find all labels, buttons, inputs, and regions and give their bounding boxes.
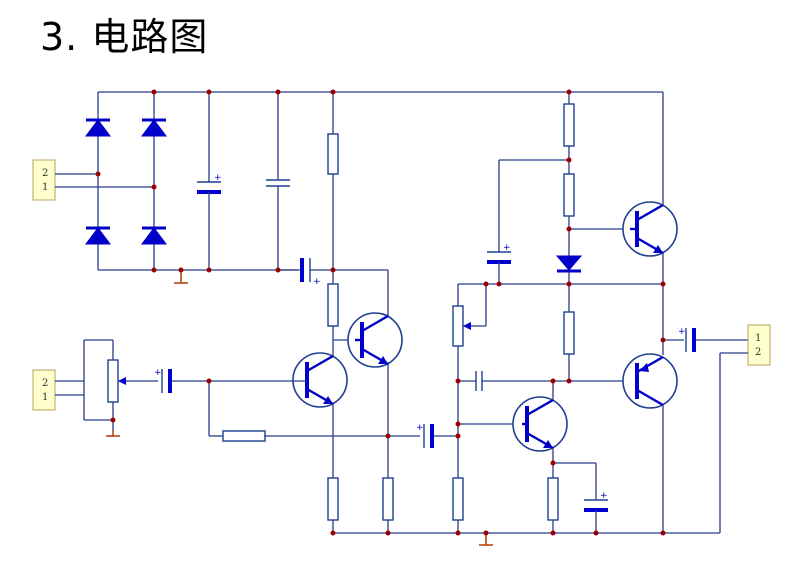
diode-d2 bbox=[141, 118, 167, 137]
connector-pin-label: 1 bbox=[42, 182, 48, 193]
diode-d3 bbox=[85, 226, 111, 245]
diode-d1 bbox=[85, 118, 111, 137]
transistor-q1 bbox=[292, 352, 348, 408]
resistor-r3 bbox=[327, 477, 339, 521]
connector-speaker-output: 1 2 bbox=[719, 324, 771, 533]
connector-signal-input: 2 1 bbox=[32, 339, 113, 421]
connector-pin-label: 1 bbox=[755, 333, 761, 344]
connector-pin-label: 2 bbox=[755, 347, 761, 358]
potentiometer-volume bbox=[107, 340, 158, 430]
bridge-rectifier bbox=[85, 91, 167, 271]
page-title: 3. 电路图 bbox=[40, 15, 209, 59]
diode-bias bbox=[555, 255, 583, 273]
capacitor-bootstrap: + bbox=[487, 159, 569, 284]
capacitor-emitter-bypass: + bbox=[553, 462, 608, 533]
transistor-q6 bbox=[622, 353, 678, 409]
polarity-mark: + bbox=[503, 243, 511, 253]
connector-pin-label: 1 bbox=[42, 392, 48, 403]
resistor-r9 bbox=[547, 477, 559, 521]
capacitor-coupling-1: + bbox=[278, 258, 388, 287]
polarity-mark: + bbox=[416, 423, 424, 433]
connector-pin-label: 2 bbox=[42, 378, 48, 389]
resistor-r7 bbox=[563, 173, 575, 217]
polarity-mark: + bbox=[678, 327, 686, 337]
resistor-feedback bbox=[222, 430, 266, 442]
connector-pin-label: 2 bbox=[42, 168, 48, 179]
resistor-r8 bbox=[563, 311, 575, 355]
ground-symbol bbox=[106, 430, 120, 437]
capacitor-output: + bbox=[663, 327, 748, 352]
resistor-r2 bbox=[327, 283, 339, 327]
polarity-mark: + bbox=[313, 277, 321, 287]
capacitor-input-coupling: + bbox=[154, 368, 307, 393]
connector-ac-input: 2 1 bbox=[32, 159, 154, 201]
transistor-q3 bbox=[512, 396, 568, 452]
polarity-mark: + bbox=[154, 368, 162, 378]
transistor-q2 bbox=[347, 312, 403, 368]
capacitor-filter-electrolytic: + bbox=[197, 92, 222, 270]
polarity-mark: + bbox=[600, 491, 608, 501]
transistor-q5 bbox=[622, 201, 678, 257]
capacitor-coupling-2: + bbox=[416, 423, 458, 448]
resistor-r1 bbox=[327, 133, 339, 175]
capacitor-filter bbox=[266, 92, 290, 270]
polarity-mark: + bbox=[214, 173, 222, 183]
diode-d4 bbox=[141, 226, 167, 245]
resistor-r4 bbox=[382, 477, 394, 521]
resistor-r5 bbox=[452, 477, 464, 521]
junction-dots bbox=[95, 89, 666, 536]
resistor-r6 bbox=[563, 103, 575, 147]
